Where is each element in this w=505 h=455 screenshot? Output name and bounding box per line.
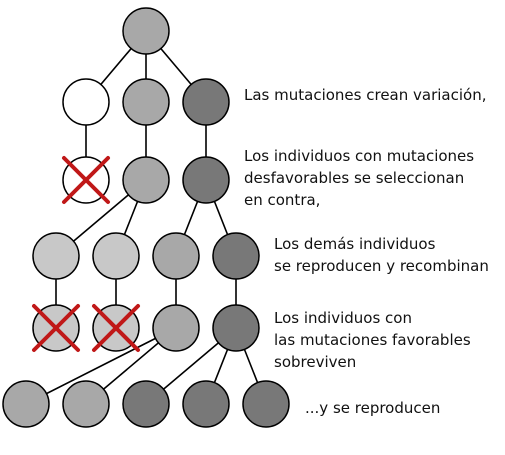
caption-line: sobreviven bbox=[274, 353, 357, 371]
selection-crosses bbox=[32, 156, 140, 352]
cross-mark-icon bbox=[62, 156, 110, 204]
individual-node-g4-medium bbox=[152, 304, 200, 352]
caption-line: las mutaciones favorables bbox=[274, 331, 471, 349]
individual-node-g2-dark bbox=[182, 156, 230, 204]
individual-node-g5-2 bbox=[62, 380, 110, 428]
individual-node-g3-medium bbox=[152, 232, 200, 280]
caption-unfavorable-selected-against: Los individuos con mutaciones desfavorab… bbox=[244, 145, 474, 211]
caption-line: ...y se reproducen bbox=[305, 399, 441, 417]
caption-line: en contra, bbox=[244, 191, 321, 209]
individual-node-g4-dark bbox=[212, 304, 260, 352]
individual-node-g3-light-a bbox=[32, 232, 80, 280]
individual-node-g5-1 bbox=[2, 380, 50, 428]
cross-mark-icon bbox=[92, 304, 140, 352]
individual-node-g1-white bbox=[62, 78, 110, 126]
individual-node-g2-medium bbox=[122, 156, 170, 204]
cross-mark-icon bbox=[32, 304, 80, 352]
caption-favorable-survive: Los individuos con las mutaciones favora… bbox=[274, 307, 471, 373]
tree-edge bbox=[25, 327, 177, 405]
individual-node-root bbox=[122, 7, 170, 55]
individual-node-g1-dark bbox=[182, 78, 230, 126]
caption-line: Los individuos con mutaciones bbox=[244, 147, 475, 165]
caption-line: desfavorables se seleccionan bbox=[244, 169, 465, 187]
caption-line: se reproducen y recombinan bbox=[274, 257, 489, 275]
individual-node-g5-5 bbox=[242, 380, 290, 428]
individual-node-g3-dark bbox=[212, 232, 260, 280]
caption-line: Las mutaciones crean variación, bbox=[244, 86, 487, 104]
tree-nodes bbox=[2, 7, 290, 428]
caption-line: Los individuos con bbox=[274, 309, 412, 327]
caption-and-reproduce: ...y se reproducen bbox=[305, 397, 440, 419]
caption-line: Los demás individuos bbox=[274, 235, 436, 253]
individual-node-g5-3 bbox=[122, 380, 170, 428]
caption-mutations-create-variation: Las mutaciones crean variación, bbox=[244, 84, 486, 106]
individual-node-g5-4 bbox=[182, 380, 230, 428]
individual-node-g3-light-b bbox=[92, 232, 140, 280]
individual-node-g1-medium bbox=[122, 78, 170, 126]
caption-others-reproduce-recombine: Los demás individuos se reproducen y rec… bbox=[274, 233, 489, 277]
